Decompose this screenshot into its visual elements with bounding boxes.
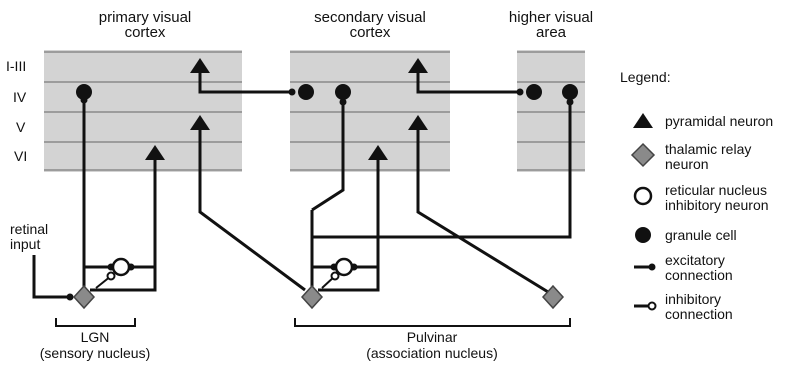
secondary-l23-pyramidal-icon [408, 58, 428, 73]
lgn-type: (sensory nucleus) [39, 345, 151, 361]
layer-label-6: VI [14, 148, 28, 164]
pulvinar-relay-b-icon [541, 284, 565, 310]
secondary-cortex-title: secondary visual cortex [314, 9, 426, 41]
legend-relay-label: thalamic relay neuron [665, 141, 752, 172]
legend-excitatory-label: excitatory connection [665, 252, 733, 283]
pulvinar-bracket [294, 318, 571, 327]
secondary-l5-to-pulvinar [416, 128, 554, 297]
pulvinar-reticular-icon [334, 257, 354, 277]
reticular-neurons [111, 257, 354, 277]
layer-lines [44, 51, 585, 171]
higher-granule-b-icon [562, 84, 578, 100]
granule-cells [76, 84, 578, 100]
secondary-to-higher [416, 72, 520, 94]
secondary-granule-axon [311, 102, 345, 212]
higher-area-title: higher visual area [508, 9, 594, 41]
legend-inhibitory-dot [647, 301, 657, 311]
retinal-input-line [32, 255, 70, 299]
connections [32, 72, 572, 299]
relay-neurons [72, 284, 565, 310]
primary-cortex-title: primary visual cortex [98, 9, 192, 41]
legend-granule-label: granule cell [665, 227, 737, 243]
layer-label-4: IV [13, 89, 27, 105]
higher-granule-a-icon [526, 84, 542, 100]
layer-label-5: V [16, 119, 26, 135]
pyramidal-neurons [145, 58, 428, 160]
legend-reticular-label: reticular nucleus inhibitory neuron [665, 182, 769, 213]
brackets [55, 318, 571, 327]
primary-granule-icon [76, 84, 92, 100]
secondary-l5-pyramidal-icon [408, 115, 428, 130]
secondary-l6-pyramidal-icon [368, 145, 388, 160]
inhibitory-terminals [95, 271, 340, 289]
primary-l6-pyramidal-icon [145, 145, 165, 160]
retinal-input-label: retinal input [10, 221, 49, 252]
legend-title: Legend: [620, 69, 671, 85]
primary-l5-to-pulvinar [198, 128, 306, 292]
lgn-to-l6 [90, 158, 157, 292]
legend-granule-icon [635, 227, 651, 243]
primary-to-secondary [198, 72, 292, 94]
lgn-name: LGN [80, 329, 110, 345]
pulvinar-relay-a-icon [300, 284, 324, 310]
secondary-granule-a-icon [298, 84, 314, 100]
legend-pyramidal-label: pyramidal neuron [665, 113, 774, 129]
legend-symbols [630, 113, 657, 311]
lgn-relay-icon [72, 284, 96, 310]
pulvinar-name: Pulvinar [406, 329, 458, 345]
secondary-granule-b-icon [335, 84, 351, 100]
legend-pyramidal-icon [633, 113, 653, 128]
lgn-reticular-icon [111, 257, 131, 277]
legend-excitatory-dot [648, 263, 656, 271]
pulvinar-to-l6 [318, 158, 380, 292]
lgn-bracket [55, 318, 136, 327]
legend-relay-icon [630, 142, 656, 168]
primary-l23-pyramidal-icon [190, 58, 210, 73]
layer-label-1-3: I-III [6, 58, 27, 74]
legend-reticular-icon [633, 186, 653, 206]
primary-l5-pyramidal-icon [190, 115, 210, 130]
legend-inhibitory-label: inhibitory connection [665, 291, 733, 322]
higher-granule-axon [312, 102, 572, 239]
pulvinar-type: (association nucleus) [366, 345, 498, 361]
